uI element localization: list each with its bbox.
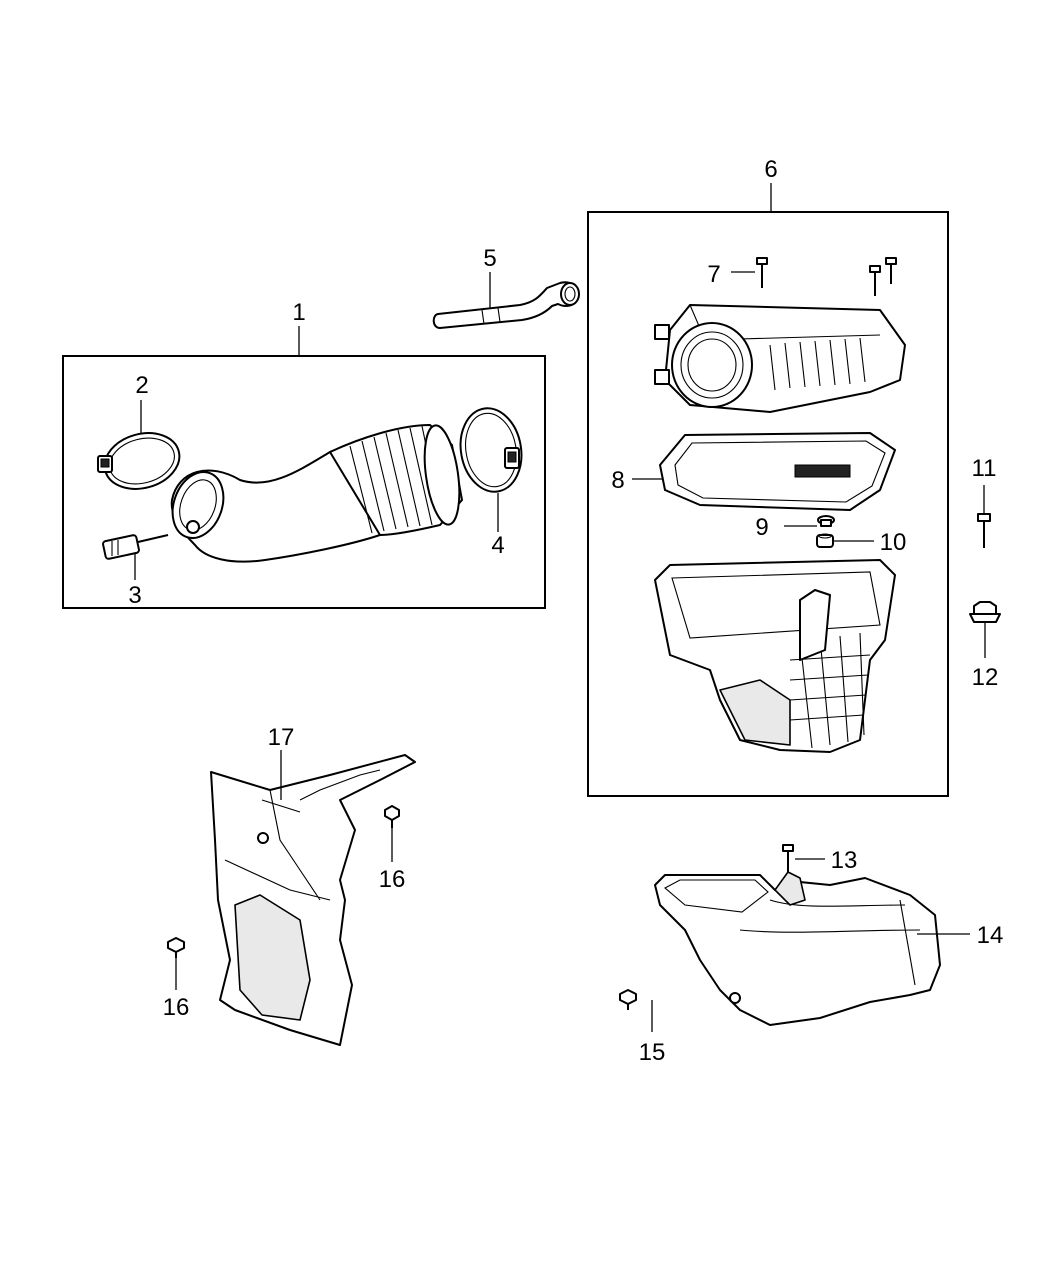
air-filter-part-8 [659, 432, 896, 511]
callout-14: 14 [977, 922, 1004, 949]
bolt-part-11 [977, 513, 991, 548]
hose-part-5 [432, 281, 580, 329]
sensor-part-3 [102, 534, 169, 560]
callout-13: 13 [831, 847, 858, 874]
air-inlet-duct-part-1 [170, 424, 463, 563]
isolator-part-10 [816, 533, 834, 548]
bolt-part-13 [782, 844, 794, 872]
callout-10: 10 [880, 529, 907, 556]
callout-9: 9 [755, 514, 768, 541]
callout-12: 12 [972, 664, 999, 691]
air-cleaner-cover [654, 304, 906, 413]
callout-5: 5 [483, 245, 496, 272]
bolts-part-7 [756, 257, 897, 296]
callout-7: 7 [707, 261, 720, 288]
clip-part-15 [619, 989, 637, 1010]
air-cleaner-housing [654, 559, 896, 753]
group-box-1 [62, 355, 546, 609]
nut-part-12 [969, 601, 1001, 623]
callout-16-lower: 16 [163, 994, 190, 1021]
callout-1: 1 [292, 299, 305, 326]
group-box-6 [587, 211, 949, 797]
grommet-part-9 [817, 515, 835, 527]
heat-shield-part-17 [210, 754, 416, 1046]
callout-2: 2 [135, 372, 148, 399]
clamp-part-4 [459, 407, 523, 493]
callout-6: 6 [764, 156, 777, 183]
clip-part-16a [384, 805, 400, 828]
callout-17: 17 [268, 724, 295, 751]
clamp-part-2 [97, 432, 181, 490]
callout-8: 8 [611, 467, 624, 494]
callout-15: 15 [639, 1039, 666, 1066]
air-duct-part-14 [654, 871, 941, 1026]
callout-3: 3 [128, 582, 141, 609]
callout-16-upper: 16 [379, 866, 406, 893]
callout-4: 4 [491, 532, 504, 559]
callout-11: 11 [972, 455, 997, 482]
